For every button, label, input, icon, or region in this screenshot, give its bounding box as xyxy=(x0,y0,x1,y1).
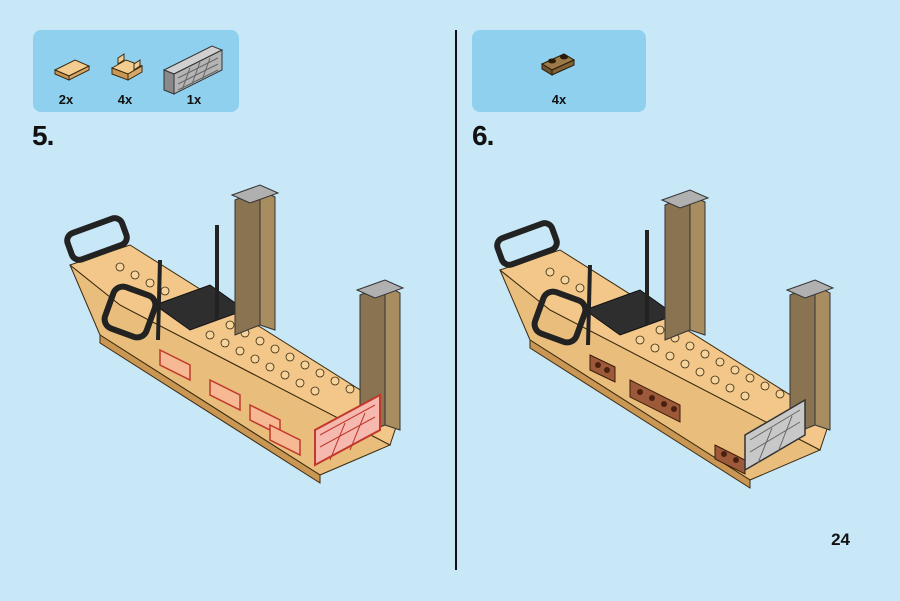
boat-model-step-6 xyxy=(494,189,835,489)
step-number: 5. xyxy=(32,120,54,151)
part-qty: 1x xyxy=(186,92,202,107)
boat-model-step-5 xyxy=(64,184,405,484)
parts-callout-step-5: 2x 4x 1x xyxy=(33,30,239,112)
parts-callout-step-6: 4x xyxy=(472,30,646,112)
tan-tile-2x2-icon xyxy=(53,59,91,81)
step-number: 6. xyxy=(472,120,494,151)
part-qty: 4x xyxy=(551,92,567,107)
brown-plate-1x2-icon xyxy=(540,53,576,76)
part-qty: 4x xyxy=(117,92,133,107)
gray-fence-panel-icon xyxy=(162,45,224,95)
tan-bracket-icon xyxy=(110,53,144,81)
part-qty: 2x xyxy=(58,92,74,107)
step-divider xyxy=(455,30,457,570)
page-number: 24 xyxy=(831,530,850,549)
